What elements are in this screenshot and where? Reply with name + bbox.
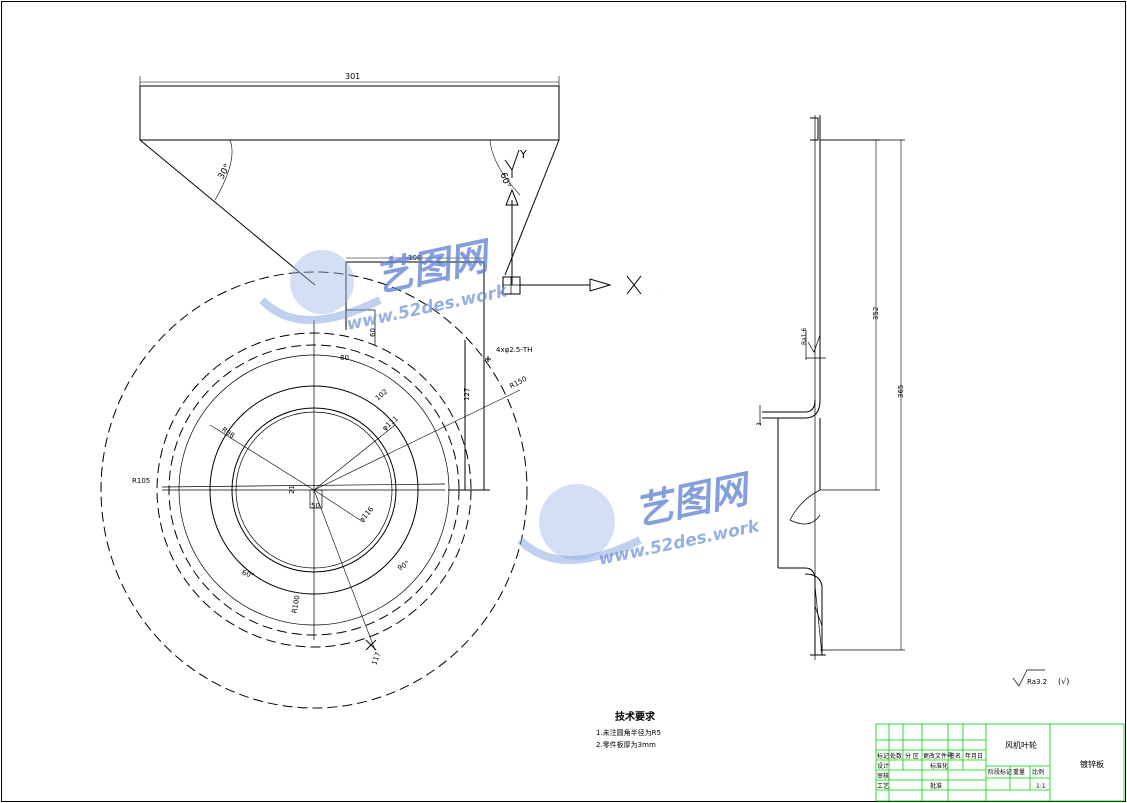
- tb-ratio: 比例: [1032, 768, 1044, 776]
- tb-part-name: 风机叶轮: [1005, 740, 1037, 750]
- dim-top-width: 301: [345, 72, 360, 81]
- tb-date: 年月日: [965, 752, 983, 760]
- tech-requirements: 技术要求 1.未注圆角半径为R5 2.零件板厚为3mm: [596, 710, 661, 749]
- tech-item-1: 1.未注圆角半径为R5: [596, 728, 661, 737]
- dim-angle-90: 90°: [396, 559, 411, 572]
- dim-117: 117: [370, 651, 382, 666]
- tb-design: 设计: [877, 762, 889, 770]
- tb-zone: 分 区: [905, 752, 919, 760]
- dim-r105: R105: [132, 477, 150, 485]
- tb-check: 审核: [877, 772, 889, 780]
- side-ra-value: Ra1.6: [801, 328, 808, 345]
- dim-slot-width: 108: [408, 254, 421, 262]
- dim-side-3: 3: [756, 422, 763, 426]
- dim-phi111: φ111: [381, 415, 400, 433]
- hood-projection: 301 30° 60°: [139, 72, 560, 286]
- watermark-globe-icon: [290, 250, 354, 314]
- dim-angle-right: 60°: [497, 171, 512, 189]
- title-block: 标记 处数 分 区 更改文件号 签名 年月日 设计 标准化 审核 工艺 批准 阶…: [875, 723, 1125, 802]
- dim-angle-60b: 60°: [241, 569, 255, 581]
- dim-102: 102: [374, 388, 389, 403]
- tb-stage: 阶段标记: [988, 768, 1012, 776]
- watermark-2: 艺图网 www.52des.work: [517, 466, 763, 570]
- outer-dashed-circle: [100, 271, 528, 709]
- tb-process: 工艺: [877, 782, 889, 790]
- tb-sign: 签名: [949, 752, 961, 760]
- tb-change-no: 更改文件号: [923, 752, 953, 760]
- axis-x-label: X: [660, 289, 661, 291]
- side-section-view: 352 365 3 Ra1.6: [756, 115, 905, 660]
- tb-weight: 重量: [1013, 768, 1025, 776]
- tb-material: 镀锌板: [1080, 759, 1104, 769]
- dim-80: 80: [340, 354, 349, 362]
- coordinate-axes: Y X: [502, 148, 661, 295]
- dim-angle-left: 30°: [217, 163, 234, 182]
- tech-title: 技术要求: [615, 710, 656, 723]
- tb-mark: 标记: [877, 752, 889, 760]
- axis-y-label: Y: [519, 148, 527, 161]
- dim-r98: R98: [220, 426, 236, 440]
- dim-phi116: φ116: [358, 505, 376, 524]
- tb-scale: 1:1: [1036, 783, 1046, 790]
- tech-item-2: 2.零件板厚为3mm: [596, 740, 656, 749]
- dim-line-r150: [313, 389, 521, 491]
- hood-top-rect: [139, 85, 560, 141]
- dim-50: 50: [311, 502, 320, 510]
- dim-127: 127: [463, 388, 471, 401]
- dim-352: 352: [872, 307, 880, 320]
- dim-21: 21: [288, 485, 296, 494]
- dim-r100: R100: [291, 595, 302, 614]
- dim-r150: R150: [508, 375, 528, 391]
- dim-365: 365: [897, 385, 905, 398]
- roughness-other: (√): [1058, 677, 1069, 686]
- roughness-symbol: Ra3.2 (√): [1012, 669, 1069, 687]
- dim-hole-spec: 4xφ2.5-TH: [496, 346, 532, 354]
- tb-standard: 标准化: [930, 762, 948, 770]
- watermark-1: 艺图网 www.52des.work: [259, 233, 511, 335]
- tb-count: 处数: [890, 752, 902, 760]
- dim-slot-depth: 60: [369, 328, 377, 337]
- tb-approve: 批准: [930, 782, 942, 790]
- watermark-globe-icon-2: [539, 484, 615, 560]
- roughness-value: Ra3.2: [1027, 678, 1047, 686]
